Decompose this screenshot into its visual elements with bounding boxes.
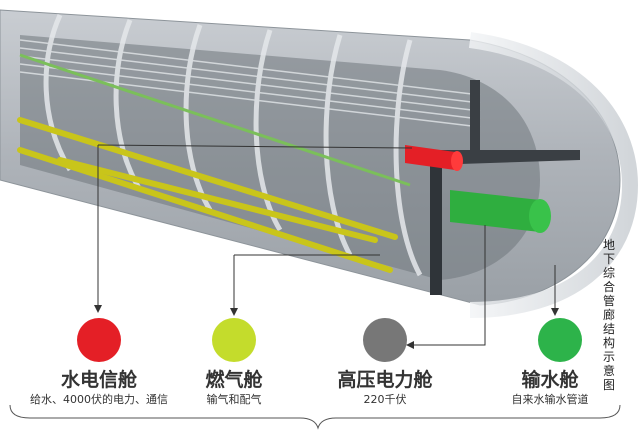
- compartment-name: 高压电力舱: [337, 369, 433, 391]
- gas-dot: [212, 318, 256, 362]
- bottom-brace: [9, 404, 621, 430]
- compartment-name: 输水舱: [521, 369, 579, 391]
- high-voltage-dot: [363, 318, 407, 362]
- tunnel-body: [0, 9, 639, 318]
- compartment-desc: 给水、4000伏的电力、通信: [30, 393, 168, 406]
- compartment-name: 水电信舱: [60, 369, 137, 391]
- compartment-desc: 220千伏: [363, 393, 407, 406]
- water-electric-telecom-dot: [77, 318, 121, 362]
- compartment-desc: 自来水输水管道: [511, 393, 589, 406]
- diagram-title: 地下综合管廊结构示意图: [602, 238, 615, 392]
- gas-label: 燃气舱 输气和配气: [149, 368, 319, 408]
- water-transmission-dot: [538, 318, 582, 362]
- high-voltage-label: 高压电力舱 220千伏: [300, 368, 470, 408]
- compartment-name: 燃气舱: [205, 369, 263, 391]
- callout-lines: [97, 144, 556, 346]
- water-electric-telecom-label: 水电信舱 给水、4000伏的电力、通信: [14, 368, 184, 408]
- compartment-desc: 输气和配气: [206, 393, 262, 406]
- water-transmission-label: 输水舱 自来水输水管道: [465, 368, 635, 408]
